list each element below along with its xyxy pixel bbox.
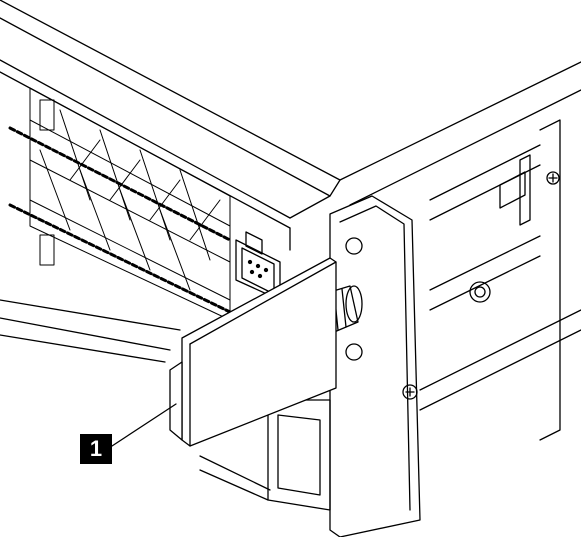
callout-1: 1 [80,434,112,464]
callout-leader-line [111,403,177,447]
front-bezel-grille [8,87,232,321]
shipping-bracket-plate [169,257,337,447]
rail-bracket [267,195,421,537]
slide-rail [339,61,581,441]
